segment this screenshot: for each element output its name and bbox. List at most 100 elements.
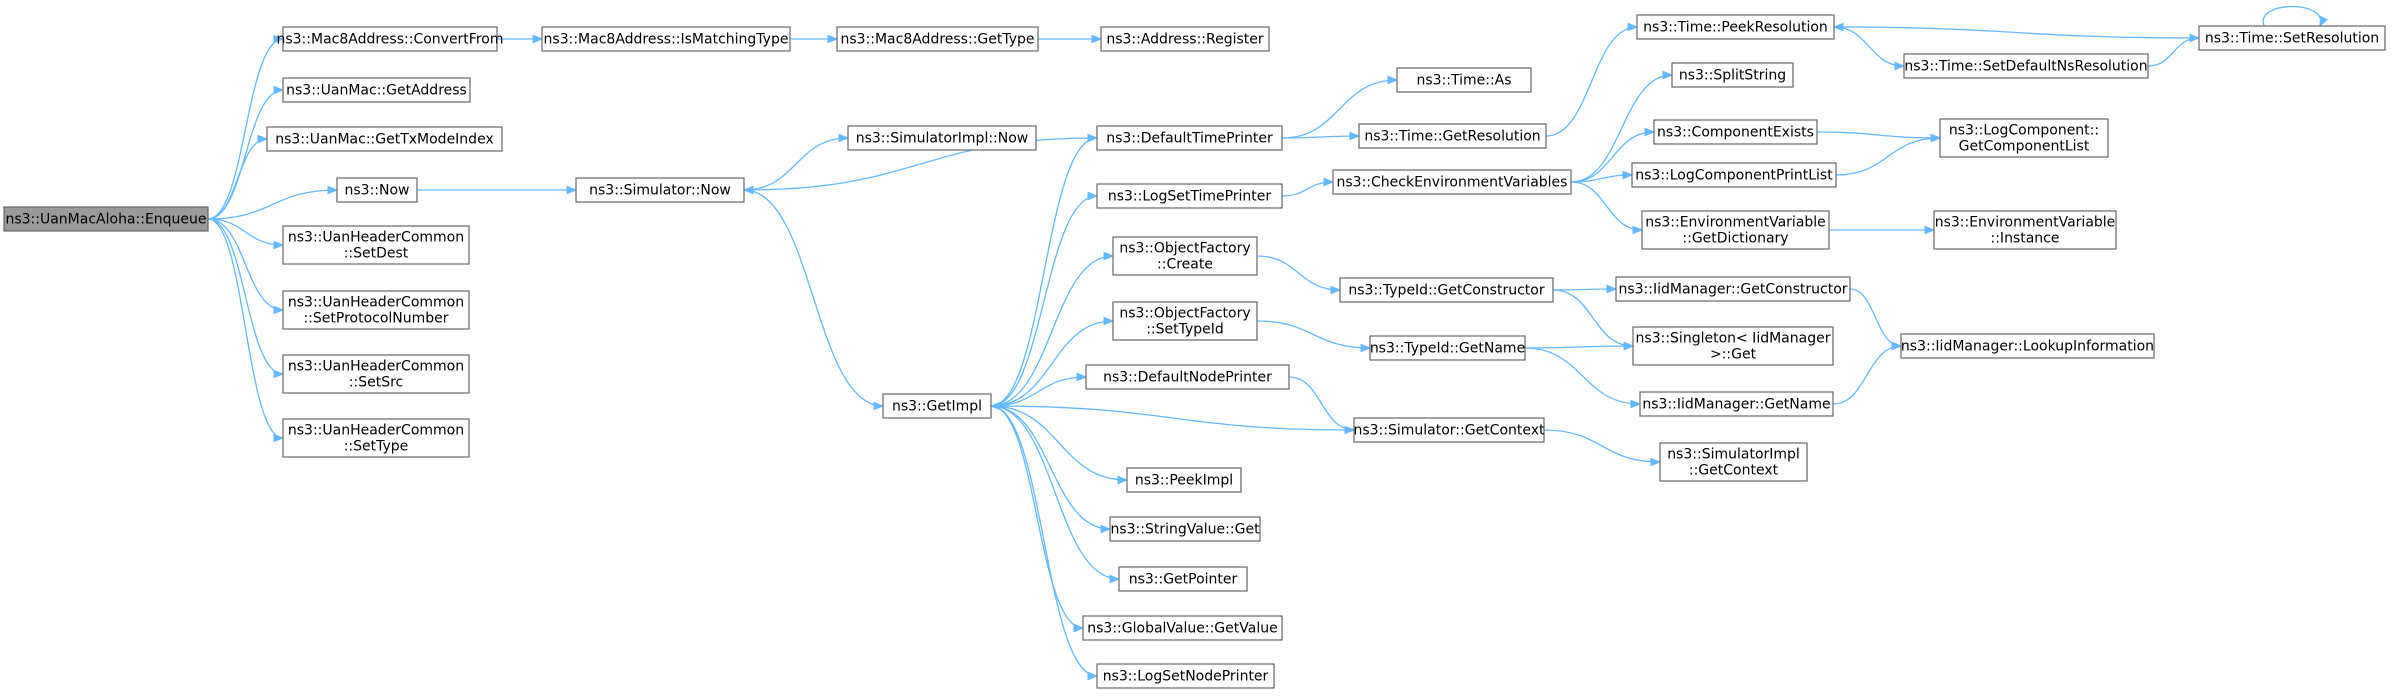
- node-box-timeas: [1396, 67, 1532, 93]
- edge-deftimeprinter-to-timegetres-arrowhead: [1349, 131, 1361, 141]
- node-box-peekimpl: [1126, 467, 1242, 493]
- edge-enqueue-to-setsrc: [207, 218, 284, 375]
- node-ofsettypeid[interactable]: ns3::ObjectFactory::SetTypeId: [1112, 301, 1258, 341]
- edge-getimpl-to-peekimpl: [990, 405, 1128, 481]
- node-setproto[interactable]: ns3::UanHeaderCommon::SetProtocolNumber: [282, 290, 470, 330]
- node-getimpl[interactable]: ns3::GetImpl: [882, 393, 992, 419]
- node-splitstring[interactable]: ns3::SplitString: [1671, 62, 1794, 88]
- node-tidgetctor[interactable]: ns3::TypeId::GetConstructor: [1339, 277, 1554, 303]
- node-label-simimplnow: ns3::SimulatorImpl::Now: [856, 131, 1029, 147]
- node-convfrom[interactable]: ns3::Mac8Address::ConvertFrom: [276, 26, 504, 52]
- node-tidgetname[interactable]: ns3::TypeId::GetName: [1369, 335, 1526, 361]
- node-label-setdest-line-2: ::SetDest: [344, 246, 409, 262]
- edge-enqueue-to-setproto-arrowhead: [273, 305, 285, 315]
- node-box-settype: [282, 418, 470, 458]
- node-logsettime[interactable]: ns3::LogSetTimePrinter: [1096, 183, 1283, 209]
- node-label-simgetctx: ns3::Simulator::GetContext: [1353, 423, 1545, 439]
- edge-getimpl-to-peekimpl-arrowhead: [1117, 475, 1129, 485]
- node-m8gettype[interactable]: ns3::Mac8Address::GetType: [836, 26, 1039, 52]
- node-logcompgetlist[interactable]: ns3::LogComponent::GetComponentList: [1939, 118, 2109, 158]
- node-label-envinstance-line-1: ns3::EnvironmentVariable: [1935, 215, 2116, 231]
- edge-ismatch-to-m8gettype-arrowhead: [827, 34, 839, 44]
- node-gettxmode[interactable]: ns3::UanMac::GetTxModeIndex: [266, 126, 503, 152]
- node-gvgetvalue[interactable]: ns3::GlobalValue::GetValue: [1082, 615, 1283, 641]
- node-label-getpointer: ns3::GetPointer: [1129, 572, 1238, 588]
- node-timepeekres[interactable]: ns3::Time::PeekResolution: [1636, 14, 1835, 40]
- node-box-simimplnow: [847, 125, 1037, 151]
- node-timeas[interactable]: ns3::Time::As: [1396, 67, 1532, 93]
- edge-getimpl-to-logsetnode-arrowhead: [1087, 671, 1099, 681]
- node-simimplgetctx[interactable]: ns3::SimulatorImpl::GetContext: [1659, 442, 1808, 482]
- node-box-setproto: [282, 290, 470, 330]
- edge-getimpl-to-logsettime: [990, 195, 1098, 407]
- edge-checkenv-to-envgetdict-arrowhead: [1632, 225, 1644, 235]
- node-logcompprint[interactable]: ns3::LogComponentPrintList: [1631, 162, 1837, 188]
- node-box-now: [336, 177, 418, 203]
- node-timesetres[interactable]: ns3::Time::SetResolution: [2198, 25, 2386, 51]
- node-box-convfrom: [282, 26, 498, 52]
- node-checkenv[interactable]: ns3::CheckEnvironmentVariables: [1332, 169, 1572, 195]
- node-iidgetname[interactable]: ns3::IidManager::GetName: [1639, 391, 1834, 417]
- edge-tidgetname-to-singletonget: [1524, 345, 1634, 349]
- node-label-iidlookup: ns3::IidManager::LookupInformation: [1901, 339, 2154, 355]
- node-settype[interactable]: ns3::UanHeaderCommon::SetType: [282, 418, 470, 458]
- edge-getimpl-to-getpointer-arrowhead: [1109, 574, 1121, 584]
- node-box-simnow: [575, 177, 745, 203]
- node-envinstance[interactable]: ns3::EnvironmentVariable::Instance: [1933, 210, 2117, 250]
- node-timegetres[interactable]: ns3::Time::GetResolution: [1358, 123, 1547, 149]
- node-box-ofcreate: [1112, 236, 1258, 276]
- node-addrreg[interactable]: ns3::Address::Register: [1100, 26, 1270, 52]
- edge-checkenv-to-compexists-arrowhead: [1644, 127, 1656, 137]
- node-envgetdict[interactable]: ns3::EnvironmentVariable::GetDictionary: [1641, 210, 1830, 250]
- node-label-logcompgetlist-line-2: GetComponentList: [1959, 139, 2090, 155]
- node-getaddr[interactable]: ns3::UanMac::GetAddress: [282, 77, 471, 103]
- node-simimplnow[interactable]: ns3::SimulatorImpl::Now: [847, 125, 1037, 151]
- node-peekimpl[interactable]: ns3::PeekImpl: [1126, 467, 1242, 493]
- node-iidlookup[interactable]: ns3::IidManager::LookupInformation: [1900, 333, 2155, 359]
- node-deftimeprinter[interactable]: ns3::DefaultTimePrinter: [1096, 125, 1283, 151]
- edge-timesetres-to-timesetres-arrowhead: [2319, 15, 2329, 28]
- node-ofcreate[interactable]: ns3::ObjectFactory::Create: [1112, 236, 1258, 276]
- edge-checkenv-to-logcompprint-arrowhead: [1622, 170, 1634, 180]
- node-defnodeprinter[interactable]: ns3::DefaultNodePrinter: [1085, 364, 1290, 390]
- node-box-splitstring: [1671, 62, 1794, 88]
- node-logsetnode[interactable]: ns3::LogSetNodePrinter: [1096, 663, 1275, 689]
- edge-simnow-to-getimpl: [743, 189, 884, 407]
- node-simnow[interactable]: ns3::Simulator::Now: [575, 177, 745, 203]
- node-strvalget[interactable]: ns3::StringValue::Get: [1109, 516, 1261, 542]
- edge-getimpl-to-strvalget: [990, 405, 1111, 530]
- node-label-strvalget: ns3::StringValue::Get: [1110, 522, 1260, 538]
- edge-enqueue-to-now: [207, 189, 338, 220]
- node-label-ismatch: ns3::Mac8Address::IsMatchingType: [544, 32, 789, 48]
- node-enqueue[interactable]: ns3::UanMacAloha::Enqueue: [3, 206, 209, 232]
- node-box-gettxmode: [266, 126, 503, 152]
- edge-timepeekres-to-timesetdefns-arrowhead: [1894, 61, 1906, 71]
- node-label-singletonget-line-2: >::Get: [1710, 347, 1757, 363]
- node-getpointer[interactable]: ns3::GetPointer: [1118, 566, 1248, 592]
- node-compexists[interactable]: ns3::ComponentExists: [1653, 119, 1818, 145]
- node-label-compexists: ns3::ComponentExists: [1657, 125, 1814, 141]
- node-timesetdefns[interactable]: ns3::Time::SetDefaultNsResolution: [1903, 53, 2149, 79]
- edge-enqueue-to-convfrom-arrowhead: [273, 34, 285, 44]
- node-box-defnodeprinter: [1085, 364, 1290, 390]
- node-now[interactable]: ns3::Now: [336, 177, 418, 203]
- edge-tidgetname-to-singletonget-arrowhead: [1623, 341, 1635, 351]
- node-label-settype-line-2: ::SetType: [344, 439, 409, 455]
- edge-iidgetname-to-iidlookup-arrowhead: [1891, 341, 1903, 351]
- node-simgetctx[interactable]: ns3::Simulator::GetContext: [1353, 417, 1545, 443]
- node-ismatch[interactable]: ns3::Mac8Address::IsMatchingType: [541, 26, 791, 52]
- edge-enqueue-to-setproto: [207, 218, 284, 311]
- edge-simnow-to-simimplnow: [743, 137, 849, 191]
- edge-simnow-to-getimpl-arrowhead: [873, 401, 885, 411]
- edge-enqueue-to-now-arrowhead: [327, 185, 339, 195]
- node-iidgetctor[interactable]: ns3::IidManager::GetConstructor: [1615, 276, 1851, 302]
- node-setsrc[interactable]: ns3::UanHeaderCommon::SetSrc: [282, 354, 470, 394]
- node-singletonget[interactable]: ns3::Singleton< IidManager>::Get: [1632, 326, 1834, 366]
- node-label-simnow: ns3::Simulator::Now: [589, 183, 731, 199]
- node-label-settype-line-1: ns3::UanHeaderCommon: [288, 423, 464, 439]
- node-setdest[interactable]: ns3::UanHeaderCommon::SetDest: [282, 225, 470, 265]
- node-label-tidgetname: ns3::TypeId::GetName: [1370, 341, 1525, 357]
- node-label-envinstance-line-2: ::Instance: [1991, 231, 2060, 247]
- node-label-checkenv: ns3::CheckEnvironmentVariables: [1337, 175, 1568, 191]
